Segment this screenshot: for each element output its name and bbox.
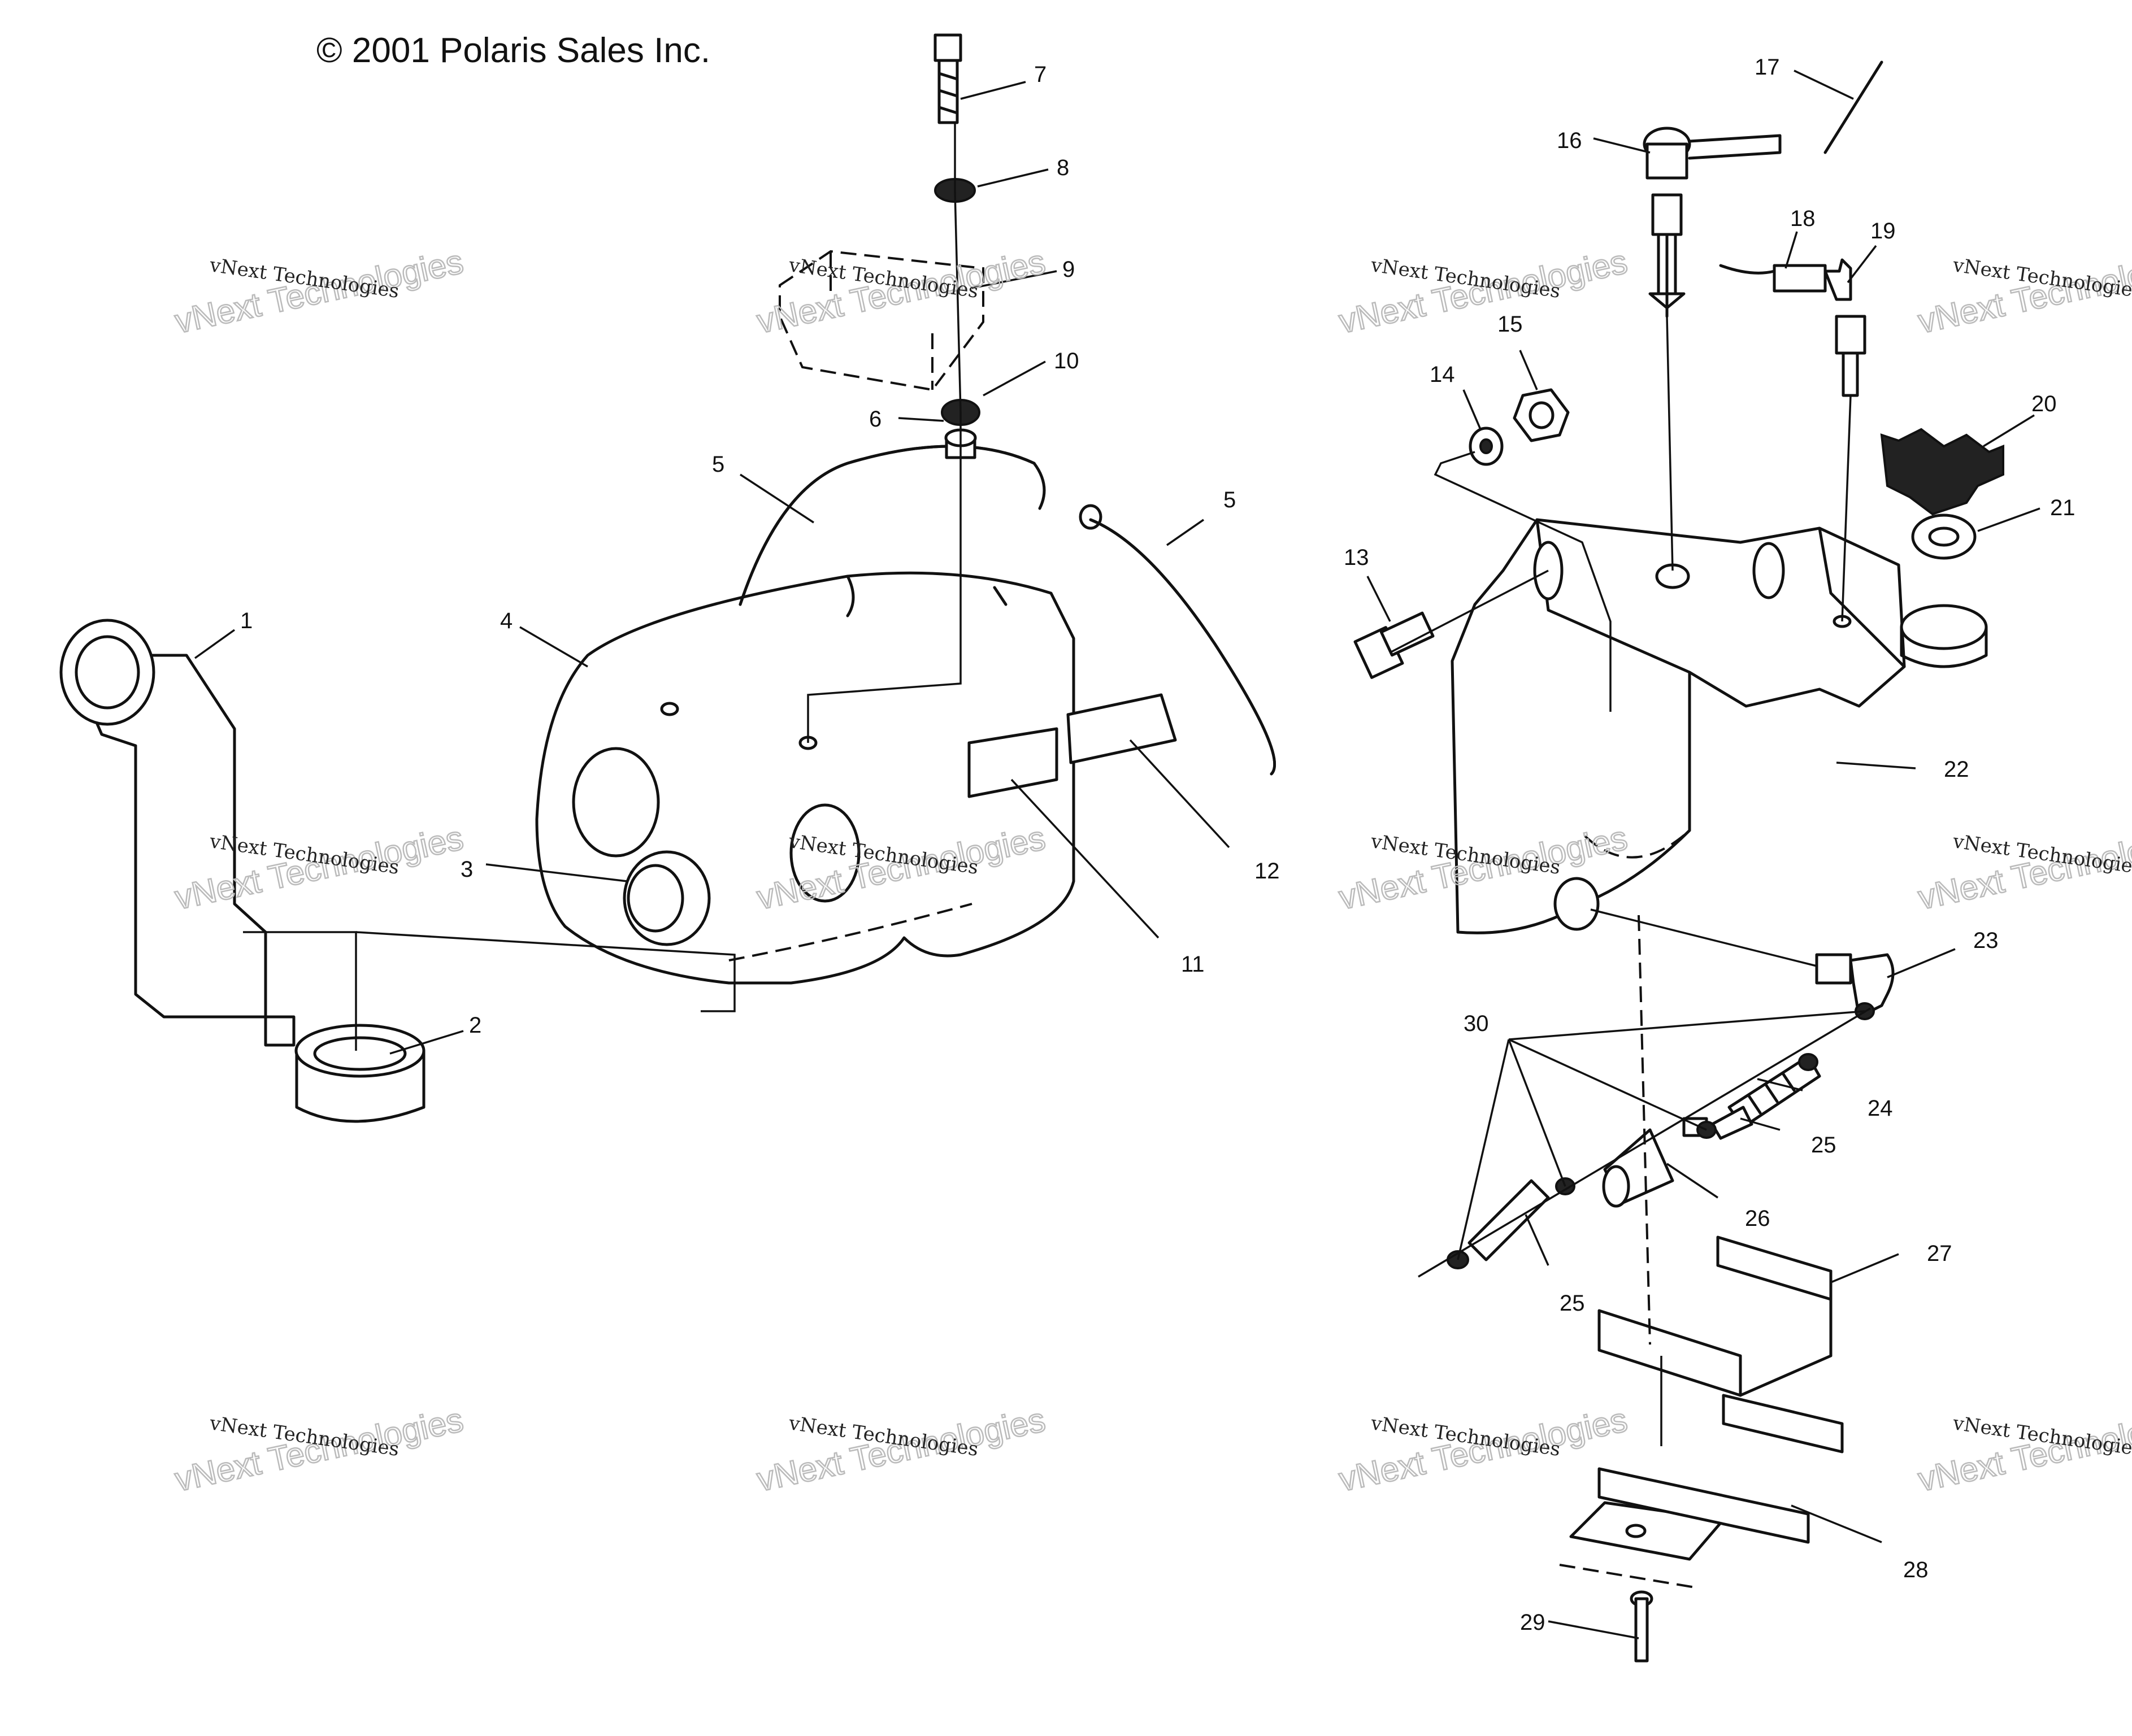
part-5-hose-left	[739, 445, 1046, 606]
part-14-washer	[1469, 427, 1504, 466]
part-29-screw	[1630, 1590, 1653, 1663]
part-15-nut	[1513, 388, 1570, 442]
copyright-text: © 2001 Polaris Sales Inc.	[316, 31, 710, 70]
part-11-label	[967, 727, 1058, 798]
callout-21: 21	[2050, 495, 2075, 520]
part-18-vent-hose	[1719, 264, 1827, 293]
callout-28: 28	[1903, 1557, 1929, 1582]
part-1-intake-tube	[59, 619, 296, 1047]
part-9-mount-block	[779, 250, 984, 391]
callout-6: 6	[869, 407, 882, 432]
part-25-hose-upper	[1710, 1106, 1753, 1140]
callout-10: 10	[1054, 349, 1079, 373]
callout-17: 17	[1755, 55, 1780, 80]
part-19-fitting	[1823, 258, 1866, 397]
callout-2: 2	[469, 1013, 481, 1038]
callout-25a: 25	[1811, 1133, 1836, 1158]
callout-1: 1	[240, 608, 253, 633]
callout-12: 12	[1254, 859, 1280, 884]
part-26-fuel-filter	[1602, 1117, 1708, 1208]
callout-7: 7	[1034, 62, 1047, 87]
part-22-oil-tank	[1451, 518, 1988, 934]
callout-24: 24	[1868, 1096, 1893, 1121]
callout-20: 20	[2031, 391, 2057, 416]
part-12-label	[1066, 693, 1177, 764]
callout-15: 15	[1497, 312, 1523, 337]
part-20-filler-cap	[1880, 428, 2004, 516]
part-5-hose-right	[1079, 504, 1276, 776]
part-3-grommet	[623, 850, 711, 946]
callout-14: 14	[1430, 362, 1455, 387]
callout-23: 23	[1973, 928, 1999, 953]
part-7-bolt	[933, 33, 962, 124]
callout-26: 26	[1745, 1206, 1770, 1231]
callout-13: 13	[1344, 545, 1369, 570]
part-27-strap	[1597, 1235, 1833, 1397]
part-23-elbow-fitting	[1815, 953, 1895, 1019]
part-25-hose-lower	[1467, 1179, 1550, 1261]
callout-5b: 5	[1223, 488, 1236, 512]
callout-16: 16	[1557, 128, 1582, 153]
callout-8: 8	[1057, 155, 1069, 180]
part-2-silencer-cup	[294, 1024, 425, 1123]
callout-25b: 25	[1560, 1291, 1585, 1316]
callout-11: 11	[1181, 952, 1205, 977]
callouts: 1 2 3 4 5 5 6 7 8 9 10 11 12 13 14 15 16…	[194, 55, 2075, 1639]
callout-9: 9	[1062, 257, 1075, 282]
part-28-bracket	[1569, 1394, 1844, 1561]
callout-4: 4	[500, 608, 513, 633]
part-16-oil-level-sender	[1643, 127, 1782, 318]
part-21-gasket	[1911, 514, 1977, 560]
callout-19: 19	[1870, 219, 1896, 243]
callout-5a: 5	[712, 452, 724, 477]
callout-29: 29	[1520, 1610, 1545, 1635]
callout-27: 27	[1927, 1241, 1952, 1266]
callout-30: 30	[1464, 1011, 1489, 1036]
part-13-bolt	[1353, 611, 1435, 679]
callout-3: 3	[461, 857, 473, 882]
callout-18: 18	[1790, 206, 1816, 231]
callout-22: 22	[1944, 757, 1969, 782]
part-17-vent-line	[1823, 60, 1883, 154]
